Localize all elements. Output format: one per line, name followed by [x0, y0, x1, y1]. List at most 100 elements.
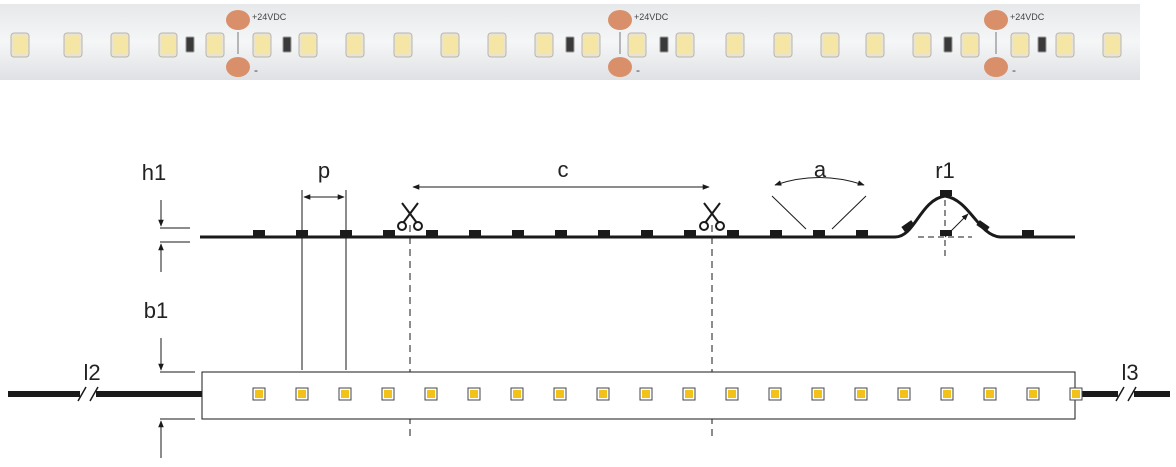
photo-led	[393, 32, 413, 58]
photo-led	[345, 32, 365, 58]
voltage-label: +24VDC	[252, 12, 287, 22]
led-phosphor	[868, 36, 882, 54]
voltage-label: +24VDC	[634, 12, 669, 22]
minus-label: -	[1012, 63, 1016, 77]
side-led	[856, 230, 868, 236]
led-phosphor	[823, 36, 837, 54]
top-led	[639, 387, 653, 401]
led-phosphor	[584, 36, 598, 54]
led-phosphor	[678, 36, 692, 54]
solder-pad-positive	[226, 10, 250, 30]
minus-label: -	[254, 63, 258, 77]
led-phosphor	[208, 36, 222, 54]
led-phosphor	[301, 36, 315, 54]
side-led	[512, 230, 524, 236]
photo-led	[865, 32, 885, 58]
led-phosphor	[490, 36, 504, 54]
side-led	[555, 230, 567, 236]
photo-led	[725, 32, 745, 58]
solder-pad-negative	[226, 57, 250, 77]
top-led	[381, 387, 395, 401]
led-phosphor	[13, 36, 27, 54]
angle-right-leg	[831, 195, 867, 230]
voltage-label: +24VDC	[1010, 12, 1045, 22]
led-die	[599, 390, 607, 398]
led-die	[900, 390, 908, 398]
led-die	[255, 390, 263, 398]
side-led	[901, 220, 915, 232]
led-die	[470, 390, 478, 398]
solder-pad-pair: +24VDC -	[226, 10, 287, 77]
side-led	[813, 230, 825, 236]
side-led	[940, 230, 952, 236]
led-die	[427, 390, 435, 398]
photo-led	[487, 32, 507, 58]
led-die	[1029, 390, 1037, 398]
photo-led	[1055, 32, 1075, 58]
resistor	[565, 36, 575, 53]
side-led	[770, 230, 782, 236]
photo-led	[912, 32, 932, 58]
led-phosphor	[537, 36, 551, 54]
top-led	[1026, 387, 1040, 401]
a-label: a	[814, 157, 827, 182]
photo-led	[298, 32, 318, 58]
photo-led	[110, 32, 130, 58]
top-led	[596, 387, 610, 401]
top-led	[295, 387, 309, 401]
side-led	[598, 230, 610, 236]
angle-left-leg	[771, 195, 807, 230]
resistor	[185, 36, 195, 53]
solder-pad-pair: +24VDC -	[608, 10, 669, 77]
led-phosphor	[348, 36, 362, 54]
l3-label: l3	[1121, 360, 1138, 385]
led-phosphor	[963, 36, 977, 54]
photo-led	[581, 32, 601, 58]
side-led	[684, 230, 696, 236]
solder-pad-group: +24VDC - +24VDC - +24VDC -	[226, 10, 1045, 77]
b1-label: b1	[144, 298, 168, 323]
top-view-schematic: l2 l3 b1	[8, 298, 1170, 458]
led-phosphor	[630, 36, 644, 54]
side-led	[296, 230, 308, 236]
side-led	[253, 230, 265, 236]
top-led	[510, 387, 524, 401]
led-die	[1072, 390, 1080, 398]
top-led	[252, 387, 266, 401]
side-led	[426, 230, 438, 236]
resistor	[943, 36, 953, 53]
solder-pad-pair: +24VDC -	[984, 10, 1045, 77]
l2-break-mark	[77, 386, 87, 402]
led-phosphor	[1058, 36, 1072, 54]
top-led	[1069, 387, 1083, 401]
led-die	[986, 390, 994, 398]
led-phosphor	[66, 36, 80, 54]
top-led	[553, 387, 567, 401]
side-led	[340, 230, 352, 236]
minus-label: -	[636, 63, 640, 77]
resistor	[659, 36, 669, 53]
top-led	[940, 387, 954, 401]
photo-led	[440, 32, 460, 58]
photo-led-group	[10, 32, 1122, 58]
top-led	[467, 387, 481, 401]
r1-radius-arrow	[944, 213, 969, 238]
l2-label: l2	[83, 360, 100, 385]
side-led	[727, 230, 739, 236]
top-led	[768, 387, 782, 401]
scissors-icon	[397, 202, 423, 231]
photo-led	[1010, 32, 1030, 58]
l3-break-mark	[1115, 386, 1125, 402]
photo-led	[675, 32, 695, 58]
side-led	[1022, 230, 1034, 236]
led-die	[513, 390, 521, 398]
resistor	[1037, 36, 1047, 53]
led-phosphor	[1013, 36, 1027, 54]
top-led	[682, 387, 696, 401]
photo-led	[205, 32, 225, 58]
top-led	[338, 387, 352, 401]
led-die	[556, 390, 564, 398]
top-led	[725, 387, 739, 401]
led-die	[642, 390, 650, 398]
